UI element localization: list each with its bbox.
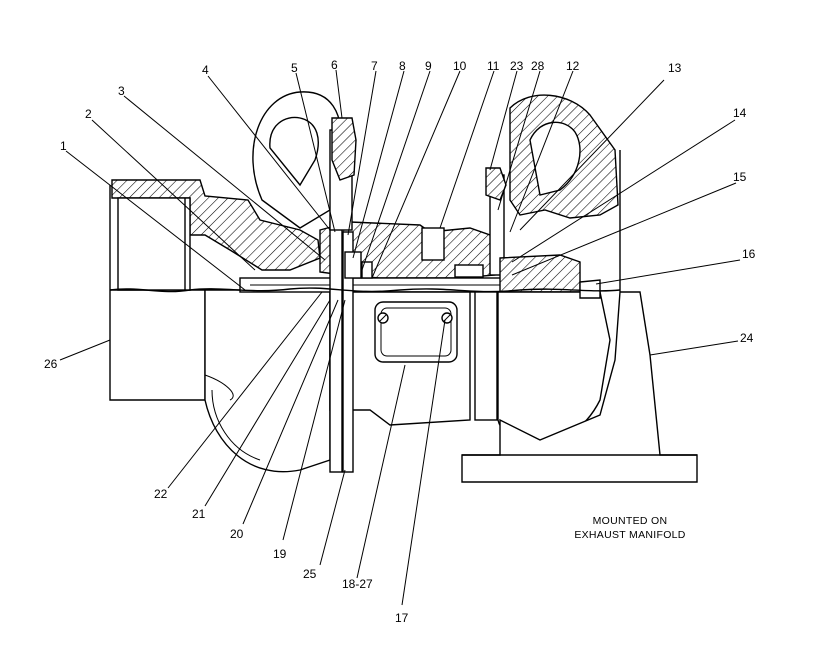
callout-2: 2 — [85, 107, 92, 121]
callout-25: 25 — [303, 567, 317, 581]
callout-10: 10 — [453, 59, 467, 73]
callout-11: 11 — [487, 59, 500, 73]
callout-8: 8 — [399, 59, 406, 73]
name-plate — [374, 301, 458, 363]
turbine-volute-passage — [529, 121, 581, 196]
section-break-line — [109, 287, 621, 293]
callout-21: 21 — [192, 507, 206, 521]
callout-18-27: 18-27 — [342, 577, 373, 591]
compressor-housing — [109, 91, 342, 473]
callout-labels: 1 2 3 4 5 6 7 8 9 10 11 23 28 12 13 14 1… — [44, 58, 756, 625]
callout-12: 12 — [566, 59, 580, 73]
callout-6: 6 — [331, 58, 338, 72]
callout-3: 3 — [118, 84, 125, 98]
callout-16: 16 — [742, 247, 756, 261]
journal-bearing — [454, 264, 484, 278]
note-line-1: MOUNTED ON — [593, 515, 668, 527]
callout-23: 23 — [510, 59, 524, 73]
callout-5: 5 — [291, 61, 298, 75]
callout-14: 14 — [733, 106, 747, 120]
thrust-collar — [342, 231, 354, 473]
backplate — [329, 221, 343, 473]
callout-7: 7 — [371, 59, 378, 73]
callout-17: 17 — [395, 611, 409, 625]
seal-ring — [344, 251, 362, 279]
inlet-bore — [117, 197, 191, 291]
oil-inlet — [421, 227, 445, 261]
turbine-inner-section — [499, 254, 581, 293]
mounting-flange — [461, 150, 698, 483]
callout-20: 20 — [230, 527, 244, 541]
callout-26: 26 — [44, 357, 58, 371]
note-line-2: EXHAUST MANIFOLD — [574, 529, 685, 541]
callout-4: 4 — [202, 63, 209, 77]
heat-shield — [474, 291, 498, 421]
callout-19: 19 — [273, 547, 287, 561]
turbine-housing — [461, 94, 698, 483]
center-housing — [239, 117, 571, 473]
outlet-stud — [579, 279, 601, 299]
mounting-note: MOUNTED ON EXHAUST MANIFOLD — [574, 515, 685, 541]
callout-15: 15 — [733, 170, 747, 184]
callout-13: 13 — [668, 61, 682, 75]
callout-24: 24 — [740, 331, 754, 345]
callout-1: 1 — [60, 139, 67, 153]
compressor-lower-housing — [204, 289, 331, 473]
callout-9: 9 — [425, 59, 432, 73]
leader-lines — [59, 69, 741, 606]
callout-28: 28 — [531, 59, 545, 73]
clamp-ring — [331, 117, 357, 181]
callout-22: 22 — [154, 487, 168, 501]
